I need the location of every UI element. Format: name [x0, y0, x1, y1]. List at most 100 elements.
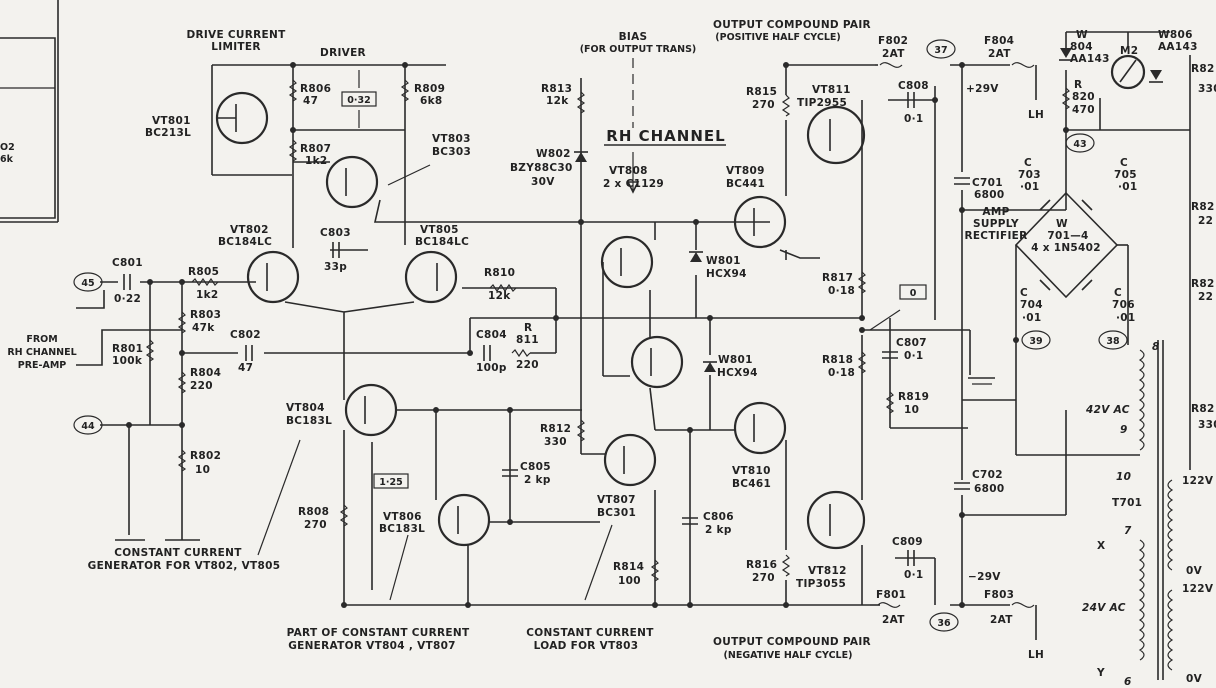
vt810-symbol	[733, 401, 787, 455]
vt810-label: VT810	[732, 465, 771, 477]
c702-label: C702	[972, 469, 1003, 481]
f803-rating: 2AT	[990, 614, 1013, 626]
wiring	[76, 31, 1191, 606]
output-neg-subtitle: (NEGATIVE HALF CYCLE)	[724, 650, 853, 661]
c801-value: 0·22	[114, 293, 141, 305]
vt808-label: VT808	[609, 165, 648, 177]
r807-label: R807	[300, 143, 331, 155]
r806-value: 47	[303, 95, 318, 107]
annotation-part-ccg-1: PART OF CONSTANT CURRENT	[287, 627, 470, 639]
drive-limiter-title: DRIVE CURRENT	[186, 29, 286, 41]
c701-label: C701	[972, 177, 1003, 189]
transformer-coils	[1138, 340, 1174, 680]
r802-label: R802	[190, 450, 221, 462]
neg-supply: −29V	[968, 571, 1001, 583]
diode-symbols	[574, 48, 1163, 372]
clipped-r82-3: R82	[1191, 278, 1215, 290]
resistor-symbols	[145, 79, 1071, 582]
c808-label: C808	[898, 80, 929, 92]
r817-label: R817	[822, 272, 853, 284]
terminal-36	[929, 612, 959, 632]
driver-title: DRIVER	[320, 47, 366, 59]
c802-label: C802	[230, 329, 261, 341]
svg-text:39: 39	[1029, 336, 1042, 347]
input-label-3: PRE-AMP	[18, 360, 67, 371]
capacitor-symbols	[123, 92, 970, 566]
w804-type: AA143	[1070, 53, 1110, 65]
vt807-type: BC301	[597, 507, 636, 519]
f804-rating: 2AT	[988, 48, 1011, 60]
clipped-r82-1-value: 330	[1198, 83, 1216, 95]
vt809-label: VT809	[726, 165, 765, 177]
c809-label: C809	[892, 536, 923, 548]
w802-voltage: 30V	[531, 176, 555, 188]
secondary-24v: 24V AC	[1082, 602, 1126, 614]
r810-label: R810	[484, 267, 515, 279]
f801-label: F801	[876, 589, 906, 601]
c805-label: C805	[520, 461, 551, 473]
r816-label: R816	[746, 559, 777, 571]
r814-label: R814	[613, 561, 644, 573]
annotation-ccg-2: GENERATOR FOR VT802, VT805	[88, 560, 281, 572]
r820-value: 470	[1072, 104, 1095, 116]
r804-value: 220	[190, 380, 213, 392]
vt801-label: VT801	[152, 115, 191, 127]
r820-label: R	[1074, 79, 1082, 91]
r815-label: R815	[746, 86, 777, 98]
f802-label: F802	[878, 35, 908, 47]
output-neg-title: OUTPUT COMPOUND PAIR	[713, 636, 871, 648]
primary-122v-a: 122V	[1182, 475, 1214, 487]
r817-value: 0·18	[828, 285, 855, 297]
vt804-symbol	[344, 383, 398, 437]
r815-value: 270	[752, 99, 775, 111]
r809-value: 6k8	[420, 95, 443, 107]
x-label: X	[1097, 540, 1105, 552]
vt807-label: VT807	[597, 494, 636, 506]
vt804-type: BC183L	[286, 415, 332, 427]
c803-label: C803	[320, 227, 351, 239]
clipped-r82-2-value: 22	[1198, 215, 1213, 227]
pos-supply: +29V	[966, 83, 999, 95]
r810-value: 12k	[488, 290, 511, 302]
vt809-symbol	[733, 195, 787, 249]
c807-label: C807	[896, 337, 927, 349]
c808-value: 0·1	[904, 113, 924, 125]
r812-value: 330	[544, 436, 567, 448]
c703-value: ·01	[1020, 181, 1040, 193]
vt806-label: VT806	[383, 511, 422, 523]
svg-text:45: 45	[81, 278, 94, 289]
w804-label: W	[1076, 29, 1088, 41]
bias-title: BIAS	[619, 31, 648, 43]
vt807-symbol	[603, 433, 657, 487]
c706-value: ·01	[1116, 312, 1136, 324]
secondary-42v: 42V AC	[1085, 404, 1130, 416]
vt803-symbol	[325, 155, 379, 209]
c702-value: 6800	[974, 483, 1004, 495]
zero-v-b: 0V	[1186, 673, 1203, 685]
fuse-symbols	[877, 62, 1037, 640]
r812-label: R812	[540, 423, 571, 435]
terminal-44	[73, 415, 103, 435]
r801-label: R801	[112, 343, 143, 355]
annotation-cc-load-2: LOAD FOR VT803	[534, 640, 639, 652]
annotation-cc-load-1: CONSTANT CURRENT	[526, 627, 654, 639]
w802-type: BZY88C30	[510, 162, 573, 174]
c704-label: C	[1020, 287, 1028, 299]
vt809-type: BC441	[726, 178, 765, 190]
svg-text:38: 38	[1106, 336, 1120, 347]
c807-value: 0·1	[904, 350, 924, 362]
r813-label: R813	[541, 83, 572, 95]
w801a-type: HCX94	[706, 268, 747, 280]
vt812-label: VT812	[808, 565, 847, 577]
c706-number: 706	[1112, 299, 1135, 311]
c804-value: 100p	[476, 362, 507, 374]
voltage-1-25: 1·25	[379, 477, 402, 488]
rectifier-label-2: SUPPLY	[973, 218, 1019, 230]
c705-label: C	[1120, 157, 1128, 169]
c703-label: C	[1024, 157, 1032, 169]
drive-limiter-title-2: LIMITER	[211, 41, 260, 53]
vt805-symbol	[404, 250, 458, 304]
clipped-r82-3-value: 22	[1198, 291, 1213, 303]
junction-dots	[126, 62, 1069, 608]
